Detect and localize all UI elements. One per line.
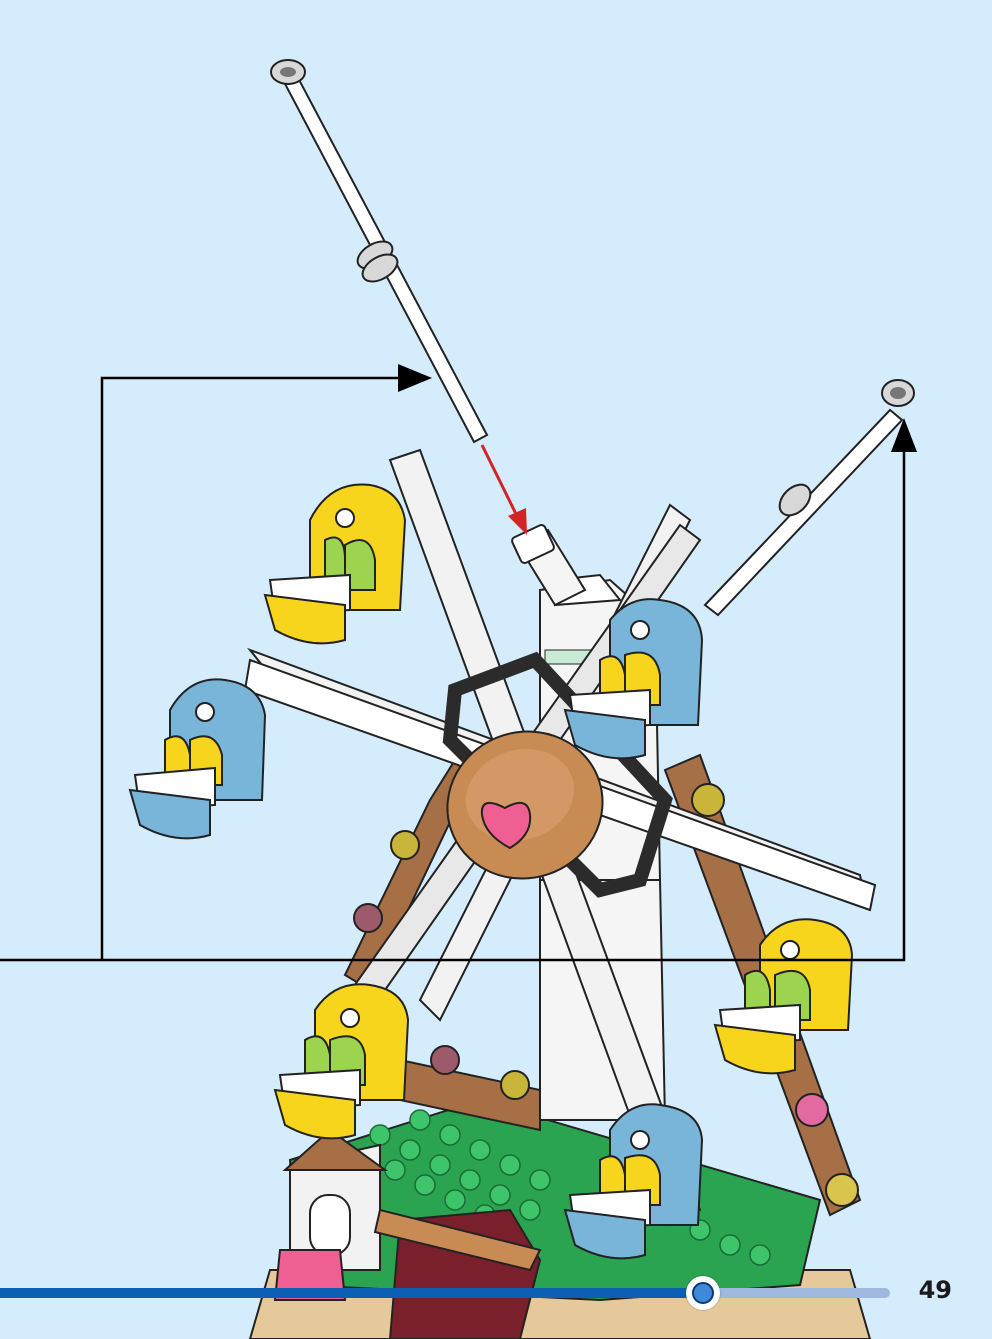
gondola-left [128,678,267,840]
gondola-bottom-left [273,983,410,1140]
gondola-top-left [263,483,407,645]
wheel-hub [446,730,604,880]
installed-bar [703,379,915,617]
gondola-bottom [563,1103,704,1260]
callout-frame [0,376,906,962]
progress-bar [0,1276,890,1310]
hub-axle-socket [511,524,587,607]
progress-remaining [703,1288,890,1298]
callout-arrow-right [891,418,917,452]
progress-fill [0,1288,703,1298]
page-number: 49 [918,1276,952,1304]
callout-arrow-left [398,364,432,392]
gondola-right [713,918,854,1075]
wheel-frame [442,651,673,898]
insert-arrow [480,444,527,535]
progress-knob[interactable] [686,1276,720,1310]
bar-with-bushings-icon [270,59,489,444]
gondola-top-right [563,598,704,760]
base-assembly [248,1045,872,1339]
heart-tile-icon [480,801,532,850]
